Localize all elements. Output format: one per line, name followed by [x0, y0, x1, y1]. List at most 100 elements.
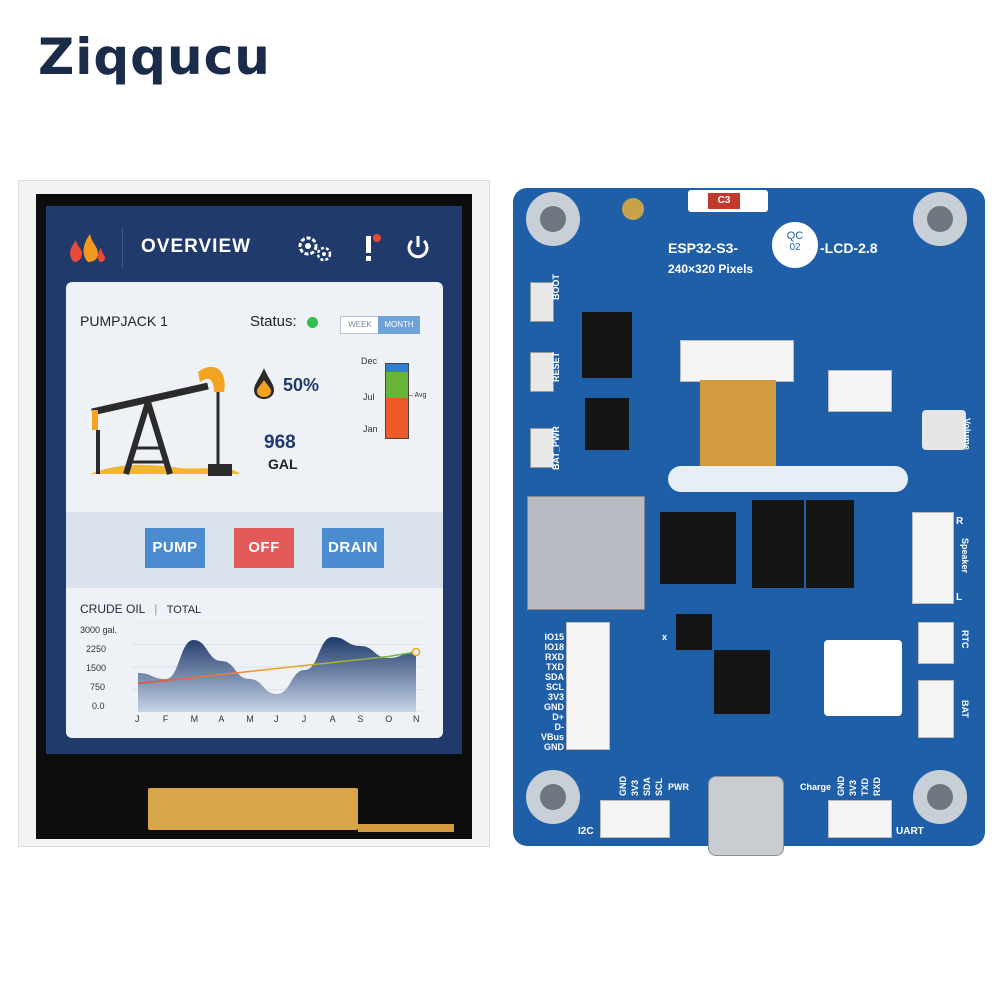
- level-gauge: [385, 363, 409, 439]
- brand-logo: Ziqqucu: [38, 28, 271, 86]
- x-axis-label: x: [662, 632, 668, 642]
- pin-label: SCL: [654, 778, 664, 796]
- gauge-label-jan: Jan: [363, 424, 378, 434]
- x-tick: J: [301, 714, 307, 724]
- pin-label: SDA: [544, 672, 564, 682]
- pin-label: SCL: [546, 682, 564, 692]
- y-tick: 3000 gal.: [80, 625, 118, 635]
- gears-icon[interactable]: [296, 232, 334, 264]
- page-title: OVERVIEW: [141, 236, 252, 257]
- pin-label: GND: [618, 776, 628, 796]
- mount-hole: [526, 770, 580, 824]
- x-tick: J: [135, 714, 140, 724]
- tab-week[interactable]: WEEK: [340, 316, 380, 334]
- volume-knob[interactable]: [922, 410, 966, 450]
- i2c-connector: [600, 800, 670, 838]
- mount-hole: [526, 192, 580, 246]
- usb-c-port[interactable]: [708, 776, 784, 856]
- crude-oil-chart: [132, 622, 422, 712]
- x-tick: S: [357, 714, 364, 724]
- pin-label: D+: [552, 712, 564, 722]
- gauge-label-jul: Jul: [363, 392, 375, 402]
- speaker-connector: [912, 512, 954, 604]
- trend-line: [137, 651, 417, 685]
- mount-hole: [913, 192, 967, 246]
- pin-label: GND: [544, 742, 564, 752]
- alert-icon[interactable]: [359, 232, 383, 264]
- microsd-slot: [527, 496, 645, 610]
- pin-label: 3V3: [848, 779, 858, 796]
- tab-month[interactable]: MONTH: [378, 316, 420, 334]
- flame-icon: [70, 234, 105, 262]
- c3-component: C3: [688, 190, 768, 212]
- qc-sticker: QC 02: [770, 220, 820, 270]
- pin-label: RXD: [544, 652, 564, 662]
- lcd-flex-cable: [148, 788, 358, 830]
- pin-label: IO18: [544, 642, 564, 652]
- y-tick: 1500: [86, 663, 107, 673]
- pin-label: RXD: [872, 776, 882, 796]
- boot-button[interactable]: [530, 282, 554, 322]
- boot-label: BOOT: [551, 274, 561, 300]
- ic-chip: [752, 500, 804, 588]
- board-cutout: [824, 640, 902, 716]
- ic-chip: [806, 500, 854, 588]
- lcd-screen: OVERVIEW PUMPJACK 1 Status: WEEK MONTH: [46, 206, 462, 754]
- pin-label: VBus: [540, 732, 564, 742]
- uart-connector: [828, 800, 892, 838]
- x-tick: N: [413, 714, 420, 724]
- pin-label: SDA: [642, 776, 652, 796]
- power-icon[interactable]: [404, 234, 432, 262]
- gpio-header: [566, 622, 610, 750]
- x-tick: O: [385, 714, 393, 724]
- level-percent: 50%: [283, 375, 320, 395]
- drain-button[interactable]: DRAIN: [322, 528, 384, 568]
- lcd-fpc-connector: [680, 340, 794, 382]
- mount-hole: [913, 770, 967, 824]
- off-button[interactable]: OFF: [234, 528, 294, 568]
- pcb-resolution: 240×320 Pixels: [668, 262, 754, 276]
- reset-label: RESET: [551, 351, 561, 382]
- pumpjack-card: PUMPJACK 1 Status: WEEK MONTH 50% 968 GA…: [66, 282, 443, 738]
- pwr-label: PWR: [668, 782, 689, 792]
- oil-drop-icon: [254, 368, 274, 399]
- rtc-label: RTC: [960, 630, 970, 649]
- speaker-label: Speaker: [960, 538, 970, 574]
- header-divider: [122, 228, 123, 268]
- gauge-label-dec: Dec: [361, 356, 378, 366]
- y-tick: 2250: [86, 644, 107, 654]
- x-tick: A: [218, 714, 225, 724]
- imu-chip: [676, 614, 712, 650]
- bat-pwr-button[interactable]: [530, 428, 554, 468]
- speaker-r-label: R: [956, 516, 964, 527]
- charge-label: Charge: [800, 782, 832, 792]
- gauge-avg-label: – Avg: [409, 392, 427, 399]
- antenna-connector: [622, 198, 644, 220]
- x-tick: M: [190, 714, 199, 724]
- pin-label: IO15: [544, 632, 564, 642]
- chart-title: CRUDE OIL | TOTAL: [80, 602, 202, 616]
- volume-label: Volume: [962, 418, 972, 450]
- status-label: Status:: [250, 313, 297, 330]
- pin-label: 3V3: [630, 779, 640, 796]
- x-tick: M: [246, 714, 254, 724]
- flash-chip: [585, 398, 629, 450]
- device-name: PUMPJACK 1: [80, 313, 168, 329]
- trend-endpoint: [411, 647, 421, 657]
- pumpjack-illustration: [90, 366, 240, 476]
- bat-connector: [918, 680, 954, 738]
- pcb-model-prefix: ESP32-S3-: [668, 240, 739, 256]
- lcd-flex-tail: [358, 824, 454, 832]
- board-slot: [668, 466, 908, 492]
- bat-label: BAT: [960, 700, 970, 718]
- pump-button[interactable]: PUMP: [145, 528, 205, 568]
- x-tick: J: [274, 714, 279, 724]
- i2c-label: I2C: [578, 826, 594, 837]
- y-tick: 750: [90, 682, 106, 692]
- audio-chip: [660, 512, 736, 584]
- reset-button[interactable]: [530, 352, 554, 392]
- bat-pwr-label: BAT_PWR: [551, 426, 561, 470]
